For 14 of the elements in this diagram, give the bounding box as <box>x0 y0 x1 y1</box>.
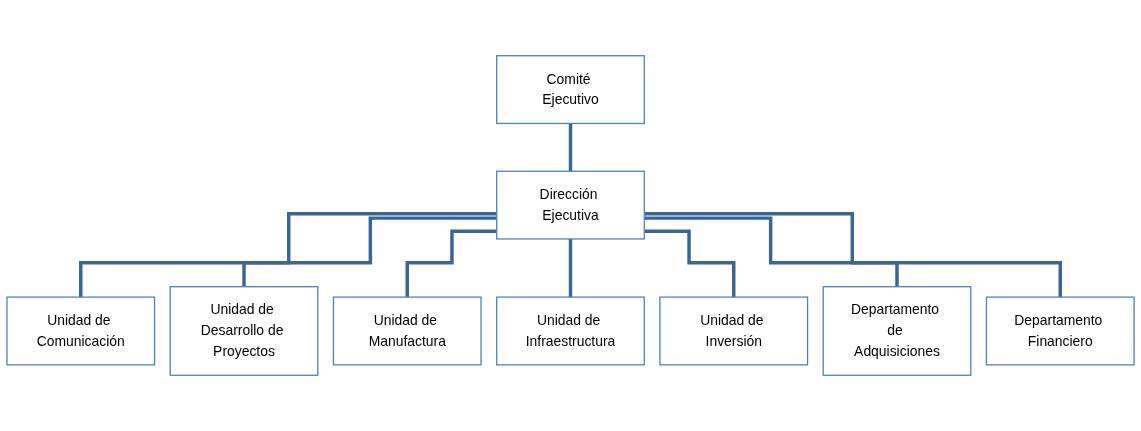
connector <box>79 212 497 299</box>
node-box: Departamento Financiero <box>985 296 1135 366</box>
node-box: Unidad de Infraestructura <box>496 296 645 366</box>
connector <box>405 229 497 299</box>
node-box: Departamento de Adquisiciones <box>822 286 972 376</box>
node-box: Unidad de Comunicación <box>6 296 156 366</box>
connector <box>644 212 1062 299</box>
connector <box>568 237 573 299</box>
node-box: Unidad de Manufactura <box>332 296 482 366</box>
node-box: Dirección Ejecutiva <box>496 170 645 240</box>
node-box: Unidad de Desarrollo de Proyectos <box>169 286 319 376</box>
node-box: Comité Ejecutivo <box>496 55 645 125</box>
connector <box>644 229 736 299</box>
node-box: Unidad de Inversión <box>659 296 809 366</box>
